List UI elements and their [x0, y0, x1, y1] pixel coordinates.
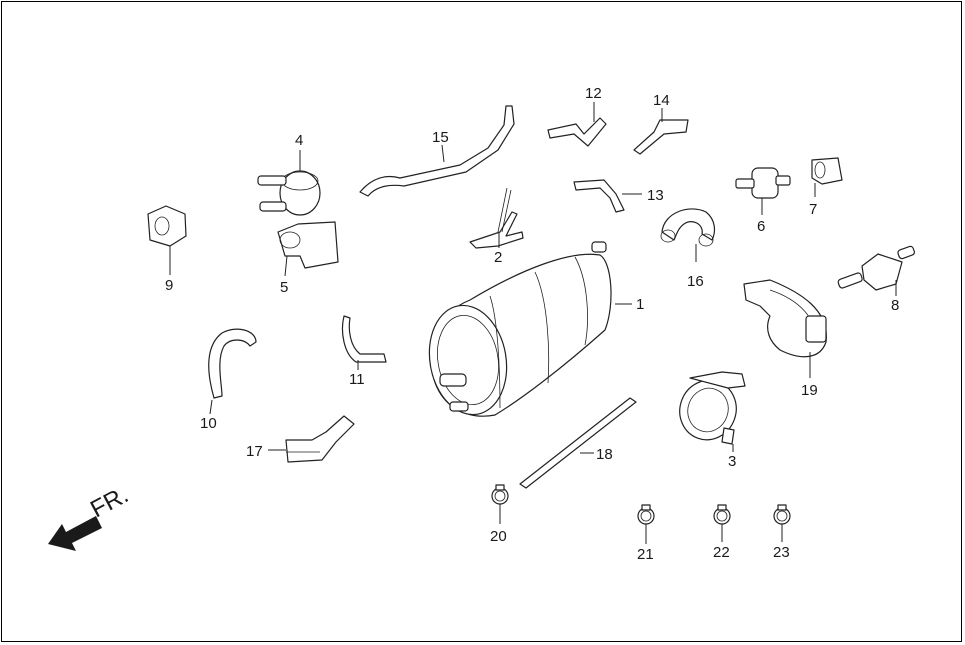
front-arrow-icon — [48, 516, 102, 551]
callout-5: 5 — [280, 279, 288, 296]
callout-12: 12 — [585, 85, 602, 102]
callout-2: 2 — [494, 249, 502, 266]
part-filter[interactable] — [735, 167, 791, 199]
part-hose-12[interactable] — [547, 117, 607, 147]
part-hose-10[interactable] — [208, 328, 257, 399]
part-canister-band[interactable] — [743, 279, 827, 358]
callout-23: 23 — [773, 544, 790, 561]
part-valve-bracket[interactable] — [277, 221, 339, 269]
front-direction-label: FR. — [86, 481, 133, 523]
callout-14: 14 — [653, 92, 670, 109]
callout-20: 20 — [490, 528, 507, 545]
callout-10: 10 — [200, 415, 217, 432]
part-y-joint[interactable] — [469, 187, 524, 249]
part-u-hose[interactable] — [660, 208, 716, 247]
part-hose-clamp-23[interactable] — [773, 504, 791, 525]
callout-13: 13 — [647, 187, 664, 204]
callout-6: 6 — [757, 218, 765, 235]
part-hose-15[interactable] — [359, 105, 515, 197]
callout-17: 17 — [246, 443, 263, 460]
part-hose-clamp-21[interactable] — [637, 504, 655, 525]
part-hose-clamp-22[interactable] — [713, 504, 731, 525]
part-valve[interactable] — [257, 170, 321, 216]
part-hose-11[interactable] — [341, 315, 387, 363]
part-canister[interactable] — [421, 241, 612, 421]
part-hose-clamp-20[interactable] — [491, 484, 509, 505]
part-solenoid-valve[interactable] — [837, 245, 915, 291]
part-hose-17[interactable] — [285, 415, 355, 463]
callout-16: 16 — [687, 273, 704, 290]
part-hose-14[interactable] — [633, 119, 689, 155]
callout-7: 7 — [809, 201, 817, 218]
callout-18: 18 — [596, 446, 613, 463]
part-connector-clip[interactable] — [147, 205, 187, 247]
part-hose-13[interactable] — [573, 179, 625, 213]
part-canister-holder[interactable] — [671, 371, 746, 448]
part-cable-tie[interactable] — [519, 397, 637, 489]
callout-8: 8 — [891, 297, 899, 314]
callout-9: 9 — [165, 277, 173, 294]
callout-4: 4 — [295, 132, 303, 149]
callout-3: 3 — [728, 453, 736, 470]
callout-21: 21 — [637, 546, 654, 563]
callout-11: 11 — [349, 371, 365, 388]
callout-15: 15 — [432, 129, 449, 146]
callout-1: 1 — [636, 296, 644, 313]
callout-19: 19 — [801, 382, 818, 399]
part-filter-clip[interactable] — [811, 157, 843, 185]
callout-22: 22 — [713, 544, 730, 561]
